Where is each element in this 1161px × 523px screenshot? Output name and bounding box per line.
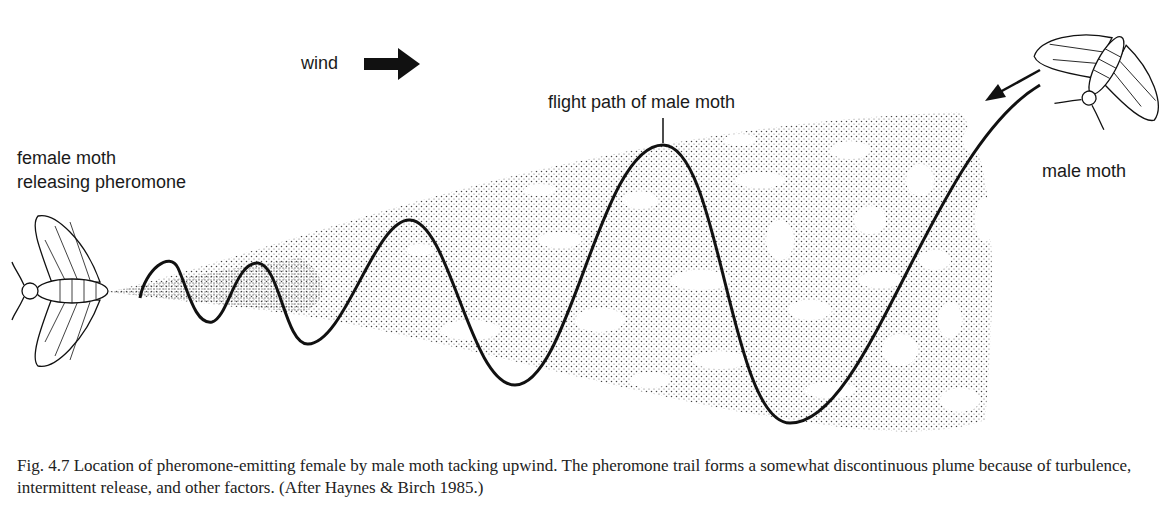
wind-arrow <box>364 48 420 80</box>
plume-core <box>108 258 323 312</box>
plume-gaps <box>406 126 995 412</box>
male-moth <box>1019 5 1161 149</box>
pheromone-plume <box>108 112 992 431</box>
female-moth-label: female moth releasing pheromone <box>14 146 220 194</box>
leader-line <box>662 118 664 143</box>
flight-path-label: flight path of male moth <box>545 90 738 114</box>
flight-path <box>140 85 1040 423</box>
arrow-head <box>985 84 1006 101</box>
figure-caption: Fig. 4.7 Location of pheromone-emitting … <box>17 455 1142 499</box>
female-moth <box>12 216 108 367</box>
direction-arrow <box>1000 70 1040 92</box>
wind-label: wind <box>298 51 341 75</box>
male-moth-label: male moth <box>1039 159 1129 183</box>
